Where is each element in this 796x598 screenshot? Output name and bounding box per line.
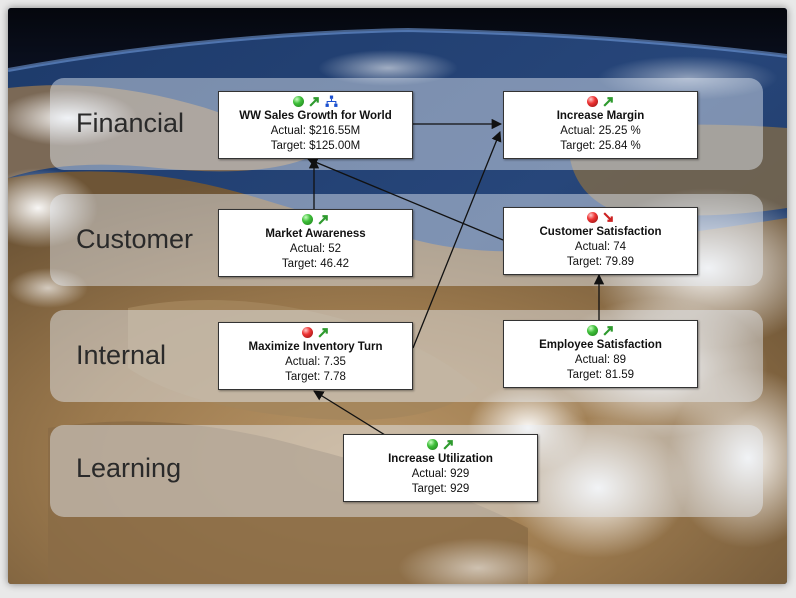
- target-value: Target: 929: [411, 483, 470, 495]
- objective-customer-satisfaction[interactable]: Customer Satisfaction Actual: 74 Target:…: [503, 207, 698, 275]
- objective-name: Maximize Inventory Turn: [248, 341, 383, 353]
- status-icons: [504, 94, 697, 109]
- status-icons: [504, 323, 697, 338]
- trend-up-icon: [602, 326, 613, 336]
- actual-value: Actual: 25.25 %: [560, 125, 641, 137]
- perspective-label-customer: Customer: [76, 224, 194, 254]
- perspective-label-learning: Learning: [76, 453, 182, 483]
- actual-value: Actual: 89: [574, 354, 627, 366]
- actual-value: Actual: 7.35: [285, 356, 346, 368]
- objective-increase-margin[interactable]: Increase Margin Actual: 25.25 % Target: …: [503, 91, 698, 159]
- target-value: Target: 81.59: [566, 369, 635, 381]
- link-customer-satisfaction-to-ww-sales: [307, 157, 504, 241]
- target-value: Target: 25.84 %: [560, 140, 641, 152]
- actual-value: Actual: 74: [574, 241, 627, 253]
- trend-up-icon: [317, 215, 328, 225]
- objective-name: WW Sales Growth for World: [239, 110, 392, 122]
- objective-ww-sales[interactable]: WW Sales Growth for World Actual: $216.5…: [218, 91, 413, 159]
- trend-down-icon: [602, 212, 613, 222]
- status-icons: [219, 94, 412, 109]
- objective-name: Customer Satisfaction: [539, 226, 662, 238]
- status-red-icon: [586, 96, 598, 107]
- strategy-map: Financial Customer Internal Learning WW …: [8, 8, 787, 584]
- status-icons: [504, 210, 697, 225]
- status-green-icon: [586, 325, 598, 336]
- status-icons: [344, 437, 537, 452]
- status-green-icon: [426, 439, 438, 450]
- link-maximize-inventory-to-increase-margin: [412, 131, 502, 349]
- trend-up-icon: [317, 328, 328, 338]
- objective-employee-satisfaction[interactable]: Employee Satisfaction Actual: 89 Target:…: [503, 320, 698, 388]
- trend-up-icon: [442, 440, 453, 450]
- objective-maximize-inventory[interactable]: Maximize Inventory Turn Actual: 7.35 Tar…: [218, 322, 413, 390]
- objective-name: Employee Satisfaction: [539, 339, 662, 351]
- target-value: Target: 46.42: [281, 258, 350, 270]
- perspective-label-financial: Financial: [76, 108, 185, 138]
- actual-value: Actual: 52: [289, 243, 342, 255]
- trend-up-icon: [602, 97, 613, 107]
- objective-name: Increase Utilization: [388, 453, 493, 465]
- objective-increase-utilization[interactable]: Increase Utilization Actual: 929 Target:…: [343, 434, 538, 502]
- status-red-icon: [586, 212, 598, 223]
- status-red-icon: [301, 327, 313, 338]
- objective-name: Market Awareness: [265, 228, 366, 240]
- target-value: Target: 79.89: [566, 256, 635, 268]
- objective-market-awareness[interactable]: Market Awareness Actual: 52 Target: 46.4…: [218, 209, 413, 277]
- target-value: Target: $125.00M: [270, 140, 361, 152]
- status-green-icon: [301, 214, 313, 225]
- objective-name: Increase Margin: [556, 110, 645, 122]
- hierarchy-icon[interactable]: [325, 95, 338, 108]
- status-icons: [219, 325, 412, 340]
- perspective-label-internal: Internal: [76, 340, 167, 370]
- status-green-icon: [293, 96, 304, 107]
- actual-value: Actual: 929: [411, 468, 470, 480]
- status-icons: [219, 212, 412, 227]
- trend-up-icon: [309, 97, 319, 107]
- target-value: Target: 7.78: [285, 371, 346, 383]
- actual-value: Actual: $216.55M: [270, 125, 361, 137]
